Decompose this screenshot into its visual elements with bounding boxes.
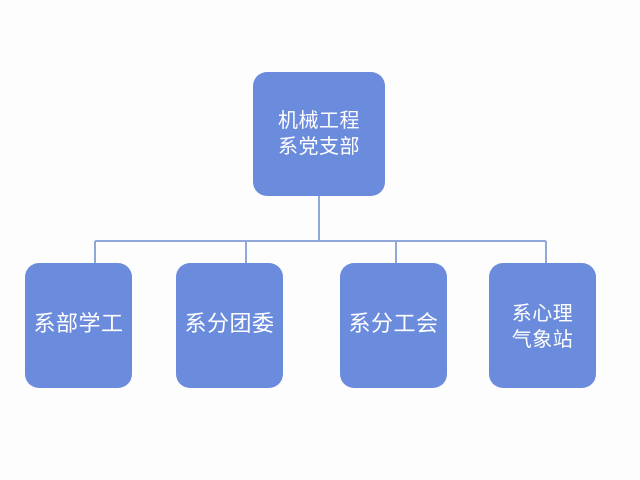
- org-node-child-xinli-qixiangzhan[interactable]: 系心理 气象站: [489, 263, 596, 388]
- org-node-child-xifen-gonghui[interactable]: 系分工会: [340, 263, 447, 388]
- org-node-child-xibu-xuegong[interactable]: 系部学工: [25, 263, 132, 388]
- org-node-child-xifen-tuanwei[interactable]: 系分团委: [176, 263, 283, 388]
- org-node-root[interactable]: 机械工程 系党支部: [253, 72, 385, 196]
